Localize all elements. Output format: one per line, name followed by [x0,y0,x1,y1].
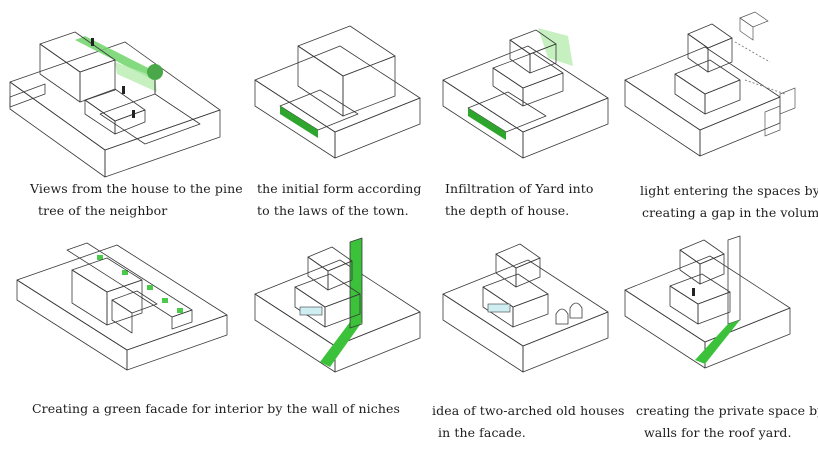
diagram-initial-form [254,25,421,159]
caption-initial-form: the initial form according to the laws o… [257,181,422,218]
diagram-views-to-pine-tree [9,31,221,178]
diagram-yard-infiltration [442,28,609,159]
diagram-two-arched [442,243,609,373]
diagram-green-wall [254,237,421,373]
diagram-private-roof-yard [624,235,791,369]
caption-private-roof-yard: creating the private space by high walls… [636,403,818,440]
caption-green-facade: Creating a green facade for interior by … [32,401,401,416]
caption-views: Views from the house to the pine tree of… [30,181,243,218]
caption-two-arched: idea of two-arched old houses in the fac… [432,403,625,440]
diagram-green-facade-niches [16,242,228,371]
diagram-light-gap [624,11,796,157]
caption-yard-infiltration: Infiltration of Yard into the depth of h… [445,181,594,218]
caption-light-gap: light entering the spaces by creating a … [640,183,818,220]
